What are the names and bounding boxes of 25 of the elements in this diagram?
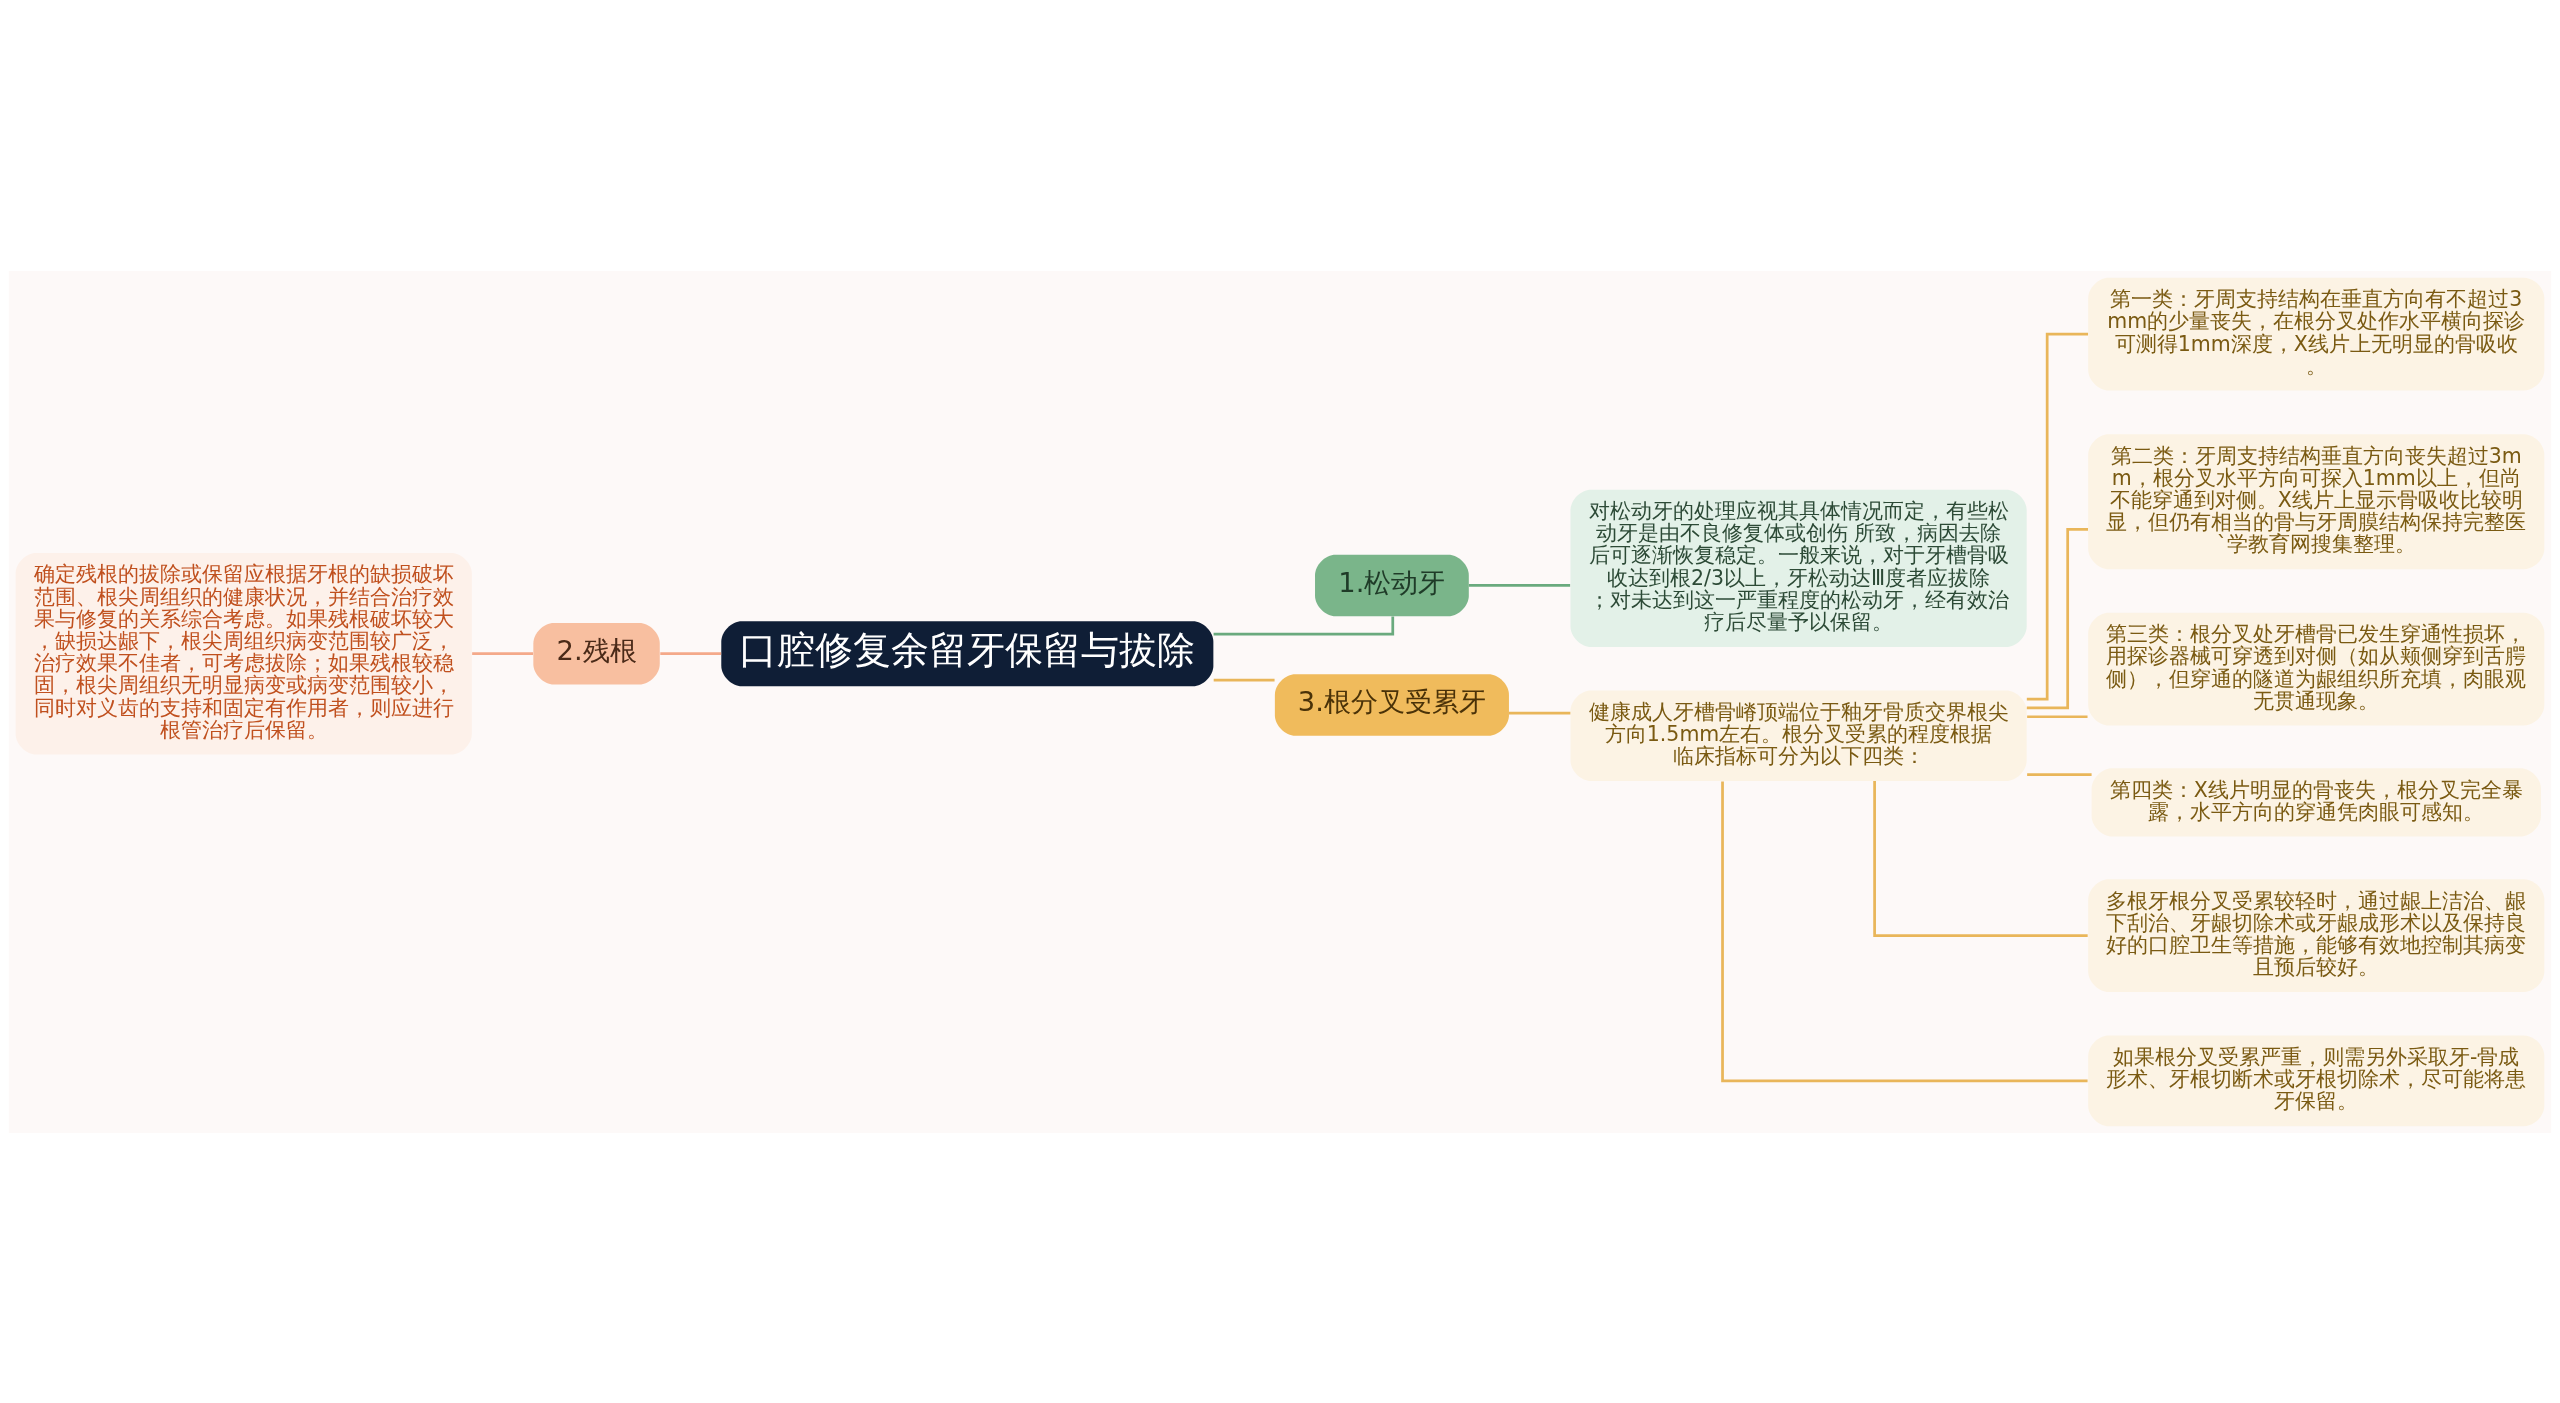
node-box: 口腔修复余留牙保留与拔除 <box>721 620 1214 686</box>
node-box: 1.松动牙 <box>1315 554 1469 616</box>
connector <box>660 651 722 655</box>
connector <box>2027 714 2088 718</box>
connector <box>2027 772 2092 776</box>
connector <box>1468 583 1571 587</box>
connector <box>1509 711 1571 714</box>
node-box: 第三类：根分叉处牙槽骨已发生穿通性损坏，用探诊器械可穿透到对侧（如从颊侧穿到舌腭侧），但穿通的隧道为龈组织所充填，肉眼观无贯通现象。 <box>2088 612 2545 725</box>
node-box: 第一类：牙周支持结构在垂直方向有不超过3mm的少量丧失，在根分叉处作水平横向探诊可测得1mm深度，X线片上无明显的骨吸收。 <box>2088 277 2545 391</box>
node-box: 如果根分叉受累严重，则需另外采取牙-骨成形术、牙根切断术或牙根切除术，尽可能将患牙保留。 <box>2088 1035 2545 1126</box>
node-box: 第四类：X线片明显的骨丧失，根分叉完全暴露，水平方向的穿通凭肉眼可感知。 <box>2091 767 2541 837</box>
node-box: 确定残根的拔除或保留应根据牙根的缺损破坏范围、根尖周组织的健康状况，并结合治疗效果与修复的关系综合考虑。如果残根破坏较大，缺损达龈下，根尖周组织病变范围较广泛，治疗效果不佳者，可考虑拔除；如果残根较稳固，根尖周组织无明显病变或病变范围较小，同时对义齿的支持和固定有作用者，则应进行根管治疗后保留。 <box>15 552 472 755</box>
connector <box>1873 780 2088 937</box>
connector <box>1721 781 2088 1082</box>
node-box: 第二类：牙周支持结构垂直方向丧失超过3mm，根分叉水平方向可探入1mm以上，但尚不能穿通到对侧。X线片上显示骨吸收比较明显，但仍有相当的骨与牙周膜结构保持完整医`学教育网搜集整理。 <box>2088 433 2545 569</box>
connector <box>2026 332 2089 701</box>
node-box: 对松动牙的处理应视其具体情况而定，有些松动牙是由不良修复体或创伤 所致，病因去除后可逐渐恢复稳定。一般来说，对于牙槽骨吸收达到根2/3以上，牙松动达Ⅲ度者应拔除；对未达到这一严重程度的松动牙，经有效治疗后尽量予以保留。 <box>1570 489 2027 647</box>
connector <box>472 651 534 655</box>
connector <box>2026 527 2088 709</box>
node-box: 2.残根 <box>533 622 660 684</box>
node-box: 多根牙根分叉受累较轻时，通过龈上洁治、龈下刮治、牙龈切除术或牙龈成形术以及保持良好的口腔卫生等措施，能够有效地控制其病变且预后较好。 <box>2088 878 2545 992</box>
connector <box>1213 678 1275 682</box>
connector <box>1213 616 1395 635</box>
node-box: 3.根分叉受累牙 <box>1274 673 1509 736</box>
node-box: 健康成人牙槽骨嵴顶端位于釉牙骨质交界根尖方向1.5mm左右。根分叉受累的程度根据临床指标可分为以下四类： <box>1570 689 2027 781</box>
